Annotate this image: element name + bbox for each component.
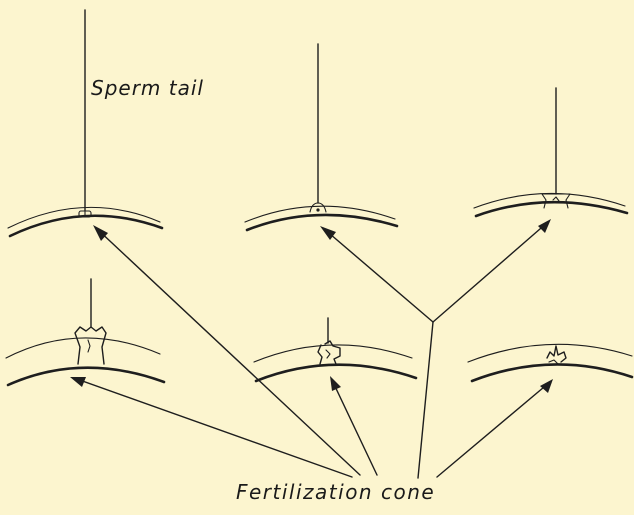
stage-3-inner-membrane: [476, 202, 627, 216]
arrow-to-stage-2: [323, 228, 433, 322]
stage-6-inner-membrane: [472, 364, 632, 381]
stage-4-cone-interior: [88, 340, 90, 352]
stage-5-outer-membrane: [254, 345, 412, 362]
stage-2-sperm-head: [316, 208, 319, 211]
arrow-to-stage-3: [433, 222, 548, 322]
arrow-to-stage-6: [437, 382, 550, 477]
stage-4-outer-membrane: [6, 338, 160, 358]
stage-1-inner-membrane: [10, 216, 162, 236]
arrow-junction-stem: [418, 322, 433, 478]
arrow-to-stage-1-head: [93, 225, 108, 241]
stage-3-cone-interior: [553, 197, 559, 201]
arrow-to-stage-6-head: [540, 379, 553, 393]
stage-5-cone-interior: [326, 350, 330, 358]
sperm-tail-label: Sperm tail: [91, 76, 204, 100]
stage-5-inner-membrane: [256, 365, 416, 381]
stage-2: [245, 44, 397, 230]
arrow-to-stage-5-head: [330, 376, 341, 391]
fertilization-cone-label: Fertilization cone: [236, 480, 435, 504]
arrow-to-stage-5: [332, 380, 377, 475]
arrow-to-stage-3-head: [538, 219, 551, 233]
arrow-to-stage-1: [96, 228, 360, 475]
arrow-to-stage-4-head: [70, 377, 86, 387]
arrow-to-stage-4: [74, 378, 352, 477]
stage-4-cone: [75, 327, 106, 364]
stage-6-engulfed-tail: [547, 346, 566, 362]
cone-arrows: [70, 219, 553, 478]
stage-6: [468, 344, 632, 381]
stage-5: [254, 318, 416, 381]
stage-1: [8, 10, 162, 236]
stage-3: [474, 88, 627, 216]
stage-4: [6, 279, 164, 385]
